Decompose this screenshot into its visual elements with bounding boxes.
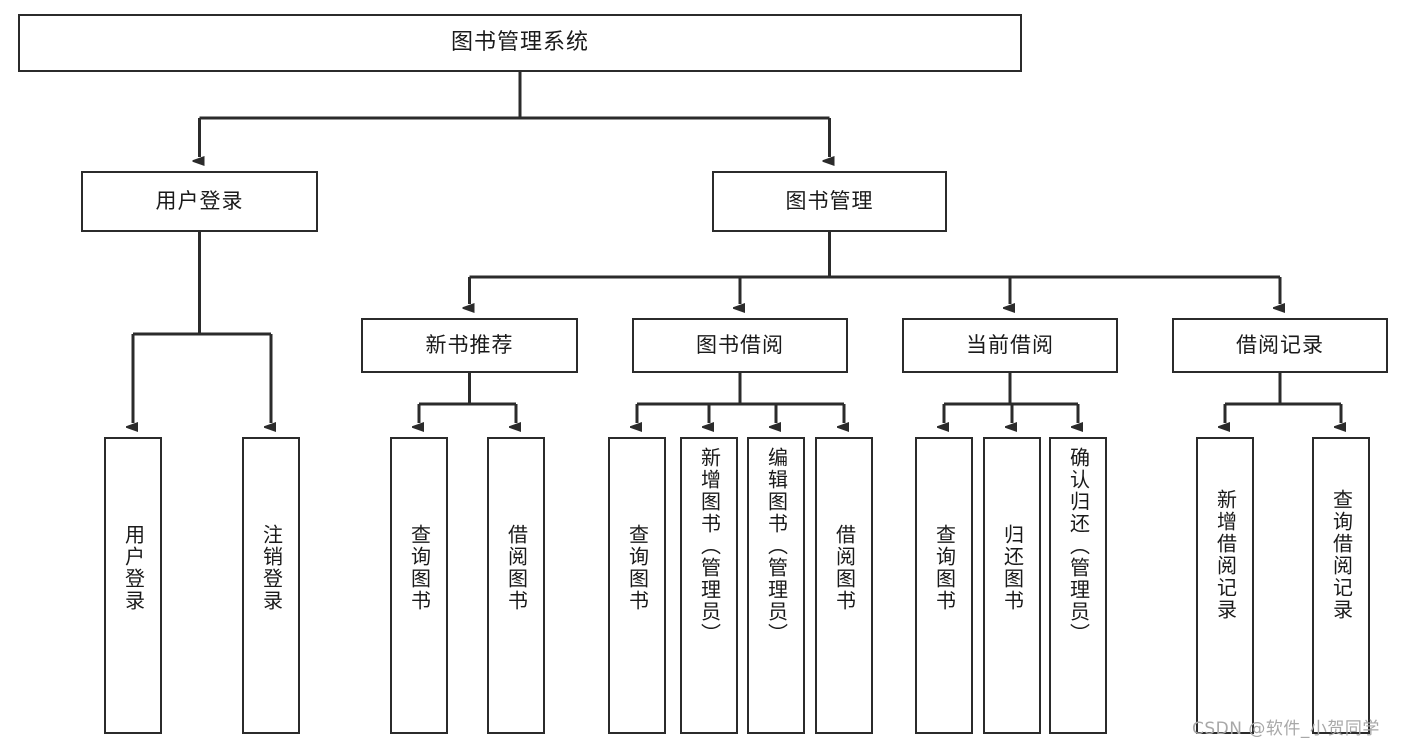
node-user-login[interactable]: 用户登录	[81, 171, 318, 232]
node-label-user-login: 用户登录	[155, 188, 244, 213]
node-label-leaf-user-login: 用户登录	[121, 524, 146, 612]
node-leaf-query-book-borrow[interactable]: 查询图书	[608, 437, 666, 734]
node-leaf-borrow-book-recommend[interactable]: 借阅图书	[487, 437, 545, 734]
node-leaf-borrow-book[interactable]: 借阅图书	[815, 437, 873, 734]
node-label-leaf-query-borrow-record: 查询借阅记录	[1329, 489, 1354, 621]
node-current-borrow[interactable]: 当前借阅	[902, 318, 1118, 373]
node-leaf-add-book[interactable]: 新增图书（管理员）	[680, 437, 738, 734]
node-leaf-add-borrow-record[interactable]: 新增借阅记录	[1196, 437, 1254, 734]
node-leaf-return-book[interactable]: 归还图书	[983, 437, 1041, 734]
node-leaf-logout[interactable]: 注销登录	[242, 437, 300, 734]
node-label-book-borrow: 图书借阅	[696, 332, 784, 357]
node-label-leaf-borrow-book-recommend: 借阅图书	[504, 524, 529, 612]
node-label-current-borrow: 当前借阅	[966, 332, 1054, 357]
node-label-leaf-logout: 注销登录	[259, 524, 284, 612]
node-label-leaf-query-book-current: 查询图书	[932, 524, 957, 612]
node-leaf-query-borrow-record[interactable]: 查询借阅记录	[1312, 437, 1370, 734]
node-book-management[interactable]: 图书管理	[712, 171, 947, 232]
node-label-leaf-borrow-book: 借阅图书	[832, 524, 857, 612]
node-root[interactable]: 图书管理系统	[18, 14, 1022, 72]
node-borrow-records[interactable]: 借阅记录	[1172, 318, 1388, 373]
node-leaf-edit-book[interactable]: 编辑图书（管理员）	[747, 437, 805, 734]
node-leaf-confirm-return[interactable]: 确认归还（管理员）	[1049, 437, 1107, 734]
node-label-leaf-confirm-return: 确认归还（管理员）	[1066, 447, 1091, 645]
node-leaf-user-login[interactable]: 用户登录	[104, 437, 162, 734]
node-label-book-management: 图书管理	[785, 188, 874, 213]
node-new-book-recommend[interactable]: 新书推荐	[361, 318, 578, 373]
node-label-leaf-edit-book: 编辑图书（管理员）	[764, 447, 789, 645]
node-label-borrow-records: 借阅记录	[1236, 332, 1324, 357]
node-leaf-query-book-recommend[interactable]: 查询图书	[390, 437, 448, 734]
node-label-leaf-add-book: 新增图书（管理员）	[697, 447, 722, 645]
node-label-leaf-return-book: 归还图书	[1000, 524, 1025, 612]
node-book-borrow[interactable]: 图书借阅	[632, 318, 848, 373]
node-label-leaf-query-book-borrow: 查询图书	[625, 524, 650, 612]
node-label-leaf-query-book-recommend: 查询图书	[407, 524, 432, 612]
node-leaf-query-book-current[interactable]: 查询图书	[915, 437, 973, 734]
node-label-new-book-recommend: 新书推荐	[425, 332, 514, 357]
node-label-leaf-add-borrow-record: 新增借阅记录	[1213, 489, 1238, 621]
csdn-watermark: CSDN @软件_小贺同学	[1192, 719, 1380, 739]
node-label-root: 图书管理系统	[450, 29, 589, 55]
